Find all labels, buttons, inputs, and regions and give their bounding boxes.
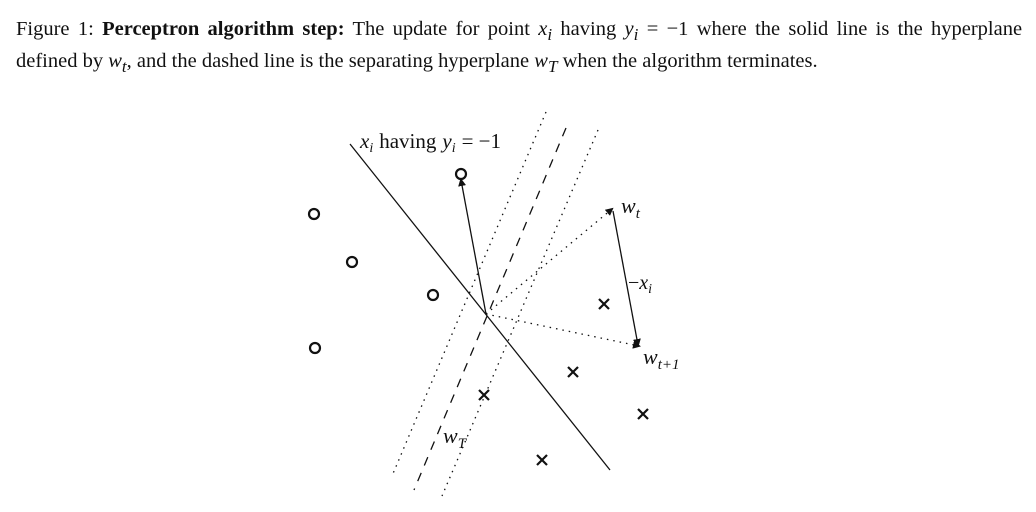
circle-point-xi: [454, 167, 468, 181]
caption-y-sub: i: [633, 25, 639, 45]
caption-w: w: [108, 50, 122, 73]
label-eq: = −1: [462, 129, 501, 153]
label-x: x: [359, 129, 370, 153]
caption-math-xi: xi: [538, 18, 552, 44]
figure-caption: Figure 1: Perceptron algorithm step: The…: [16, 16, 1022, 80]
cross-points: [478, 298, 649, 466]
circle-point: [308, 341, 322, 355]
caption-w-sub: t: [121, 57, 127, 77]
caption-x: x: [538, 18, 548, 40]
x-i-vector-arrow: [458, 178, 487, 315]
w-t-label-sub: t: [636, 206, 641, 222]
w-t1-label-sub: t+1: [658, 357, 680, 373]
minus-x-label-sub: i: [648, 282, 652, 297]
w-T-label-w: w: [443, 423, 458, 448]
caption-text-2: having: [560, 18, 617, 40]
minus-sign: −: [628, 272, 639, 294]
caption-x-sub: i: [547, 25, 553, 45]
circle-point: [426, 288, 440, 302]
label-y: y: [440, 129, 452, 153]
minus-x-i-arrow: [612, 210, 641, 347]
caption-math-wt: wt: [108, 50, 126, 76]
w-t1-label-w: w: [643, 344, 658, 369]
cross-point: [598, 298, 610, 310]
cross-point: [478, 389, 490, 401]
dashed-hyperplane-line: [413, 127, 567, 491]
label-having: having: [379, 129, 437, 153]
caption-text-4: , and the dashed line is the separating …: [126, 50, 530, 73]
w-T-label-sub: T: [458, 436, 468, 452]
caption-text-5: when the algorithm terminates.: [562, 50, 818, 73]
cross-point: [637, 408, 649, 420]
label-x-sub: i: [369, 141, 373, 156]
caption-math-yi: yi: [624, 18, 639, 44]
minus-x-label-x: x: [638, 272, 648, 294]
w-t-label-w: w: [621, 193, 636, 218]
circle-point: [307, 207, 321, 221]
caption-math-wT: wT: [534, 50, 557, 76]
caption-title: Perceptron algorithm step:: [102, 18, 345, 40]
dotted-margin-line-left: [391, 111, 547, 477]
w-t-label: wt: [621, 193, 641, 222]
minus-x-i-label: −xi: [628, 272, 652, 297]
dotted-margin-line-right: [441, 129, 599, 497]
caption-label: Figure 1:: [16, 18, 94, 40]
caption-y: y: [624, 18, 634, 40]
cross-point: [567, 366, 579, 378]
label-y-sub: i: [452, 141, 456, 156]
cross-point: [536, 454, 548, 466]
solid-hyperplane-line: [349, 143, 611, 471]
caption-text-1: The update for point: [352, 18, 530, 40]
caption-eq: = −1: [646, 18, 689, 40]
w-t1-label: wt+1: [643, 344, 679, 373]
w-T-label: wT: [443, 423, 468, 452]
w-t-vector: [485, 207, 614, 315]
circle-points: [307, 167, 468, 355]
caption-wT-sub: T: [547, 57, 558, 77]
caption-text-3: where the solid line is the hyperplane d…: [16, 18, 1023, 73]
circle-point: [345, 255, 359, 269]
caption-w2: w: [534, 50, 548, 73]
w-t1-vector: [485, 313, 641, 349]
